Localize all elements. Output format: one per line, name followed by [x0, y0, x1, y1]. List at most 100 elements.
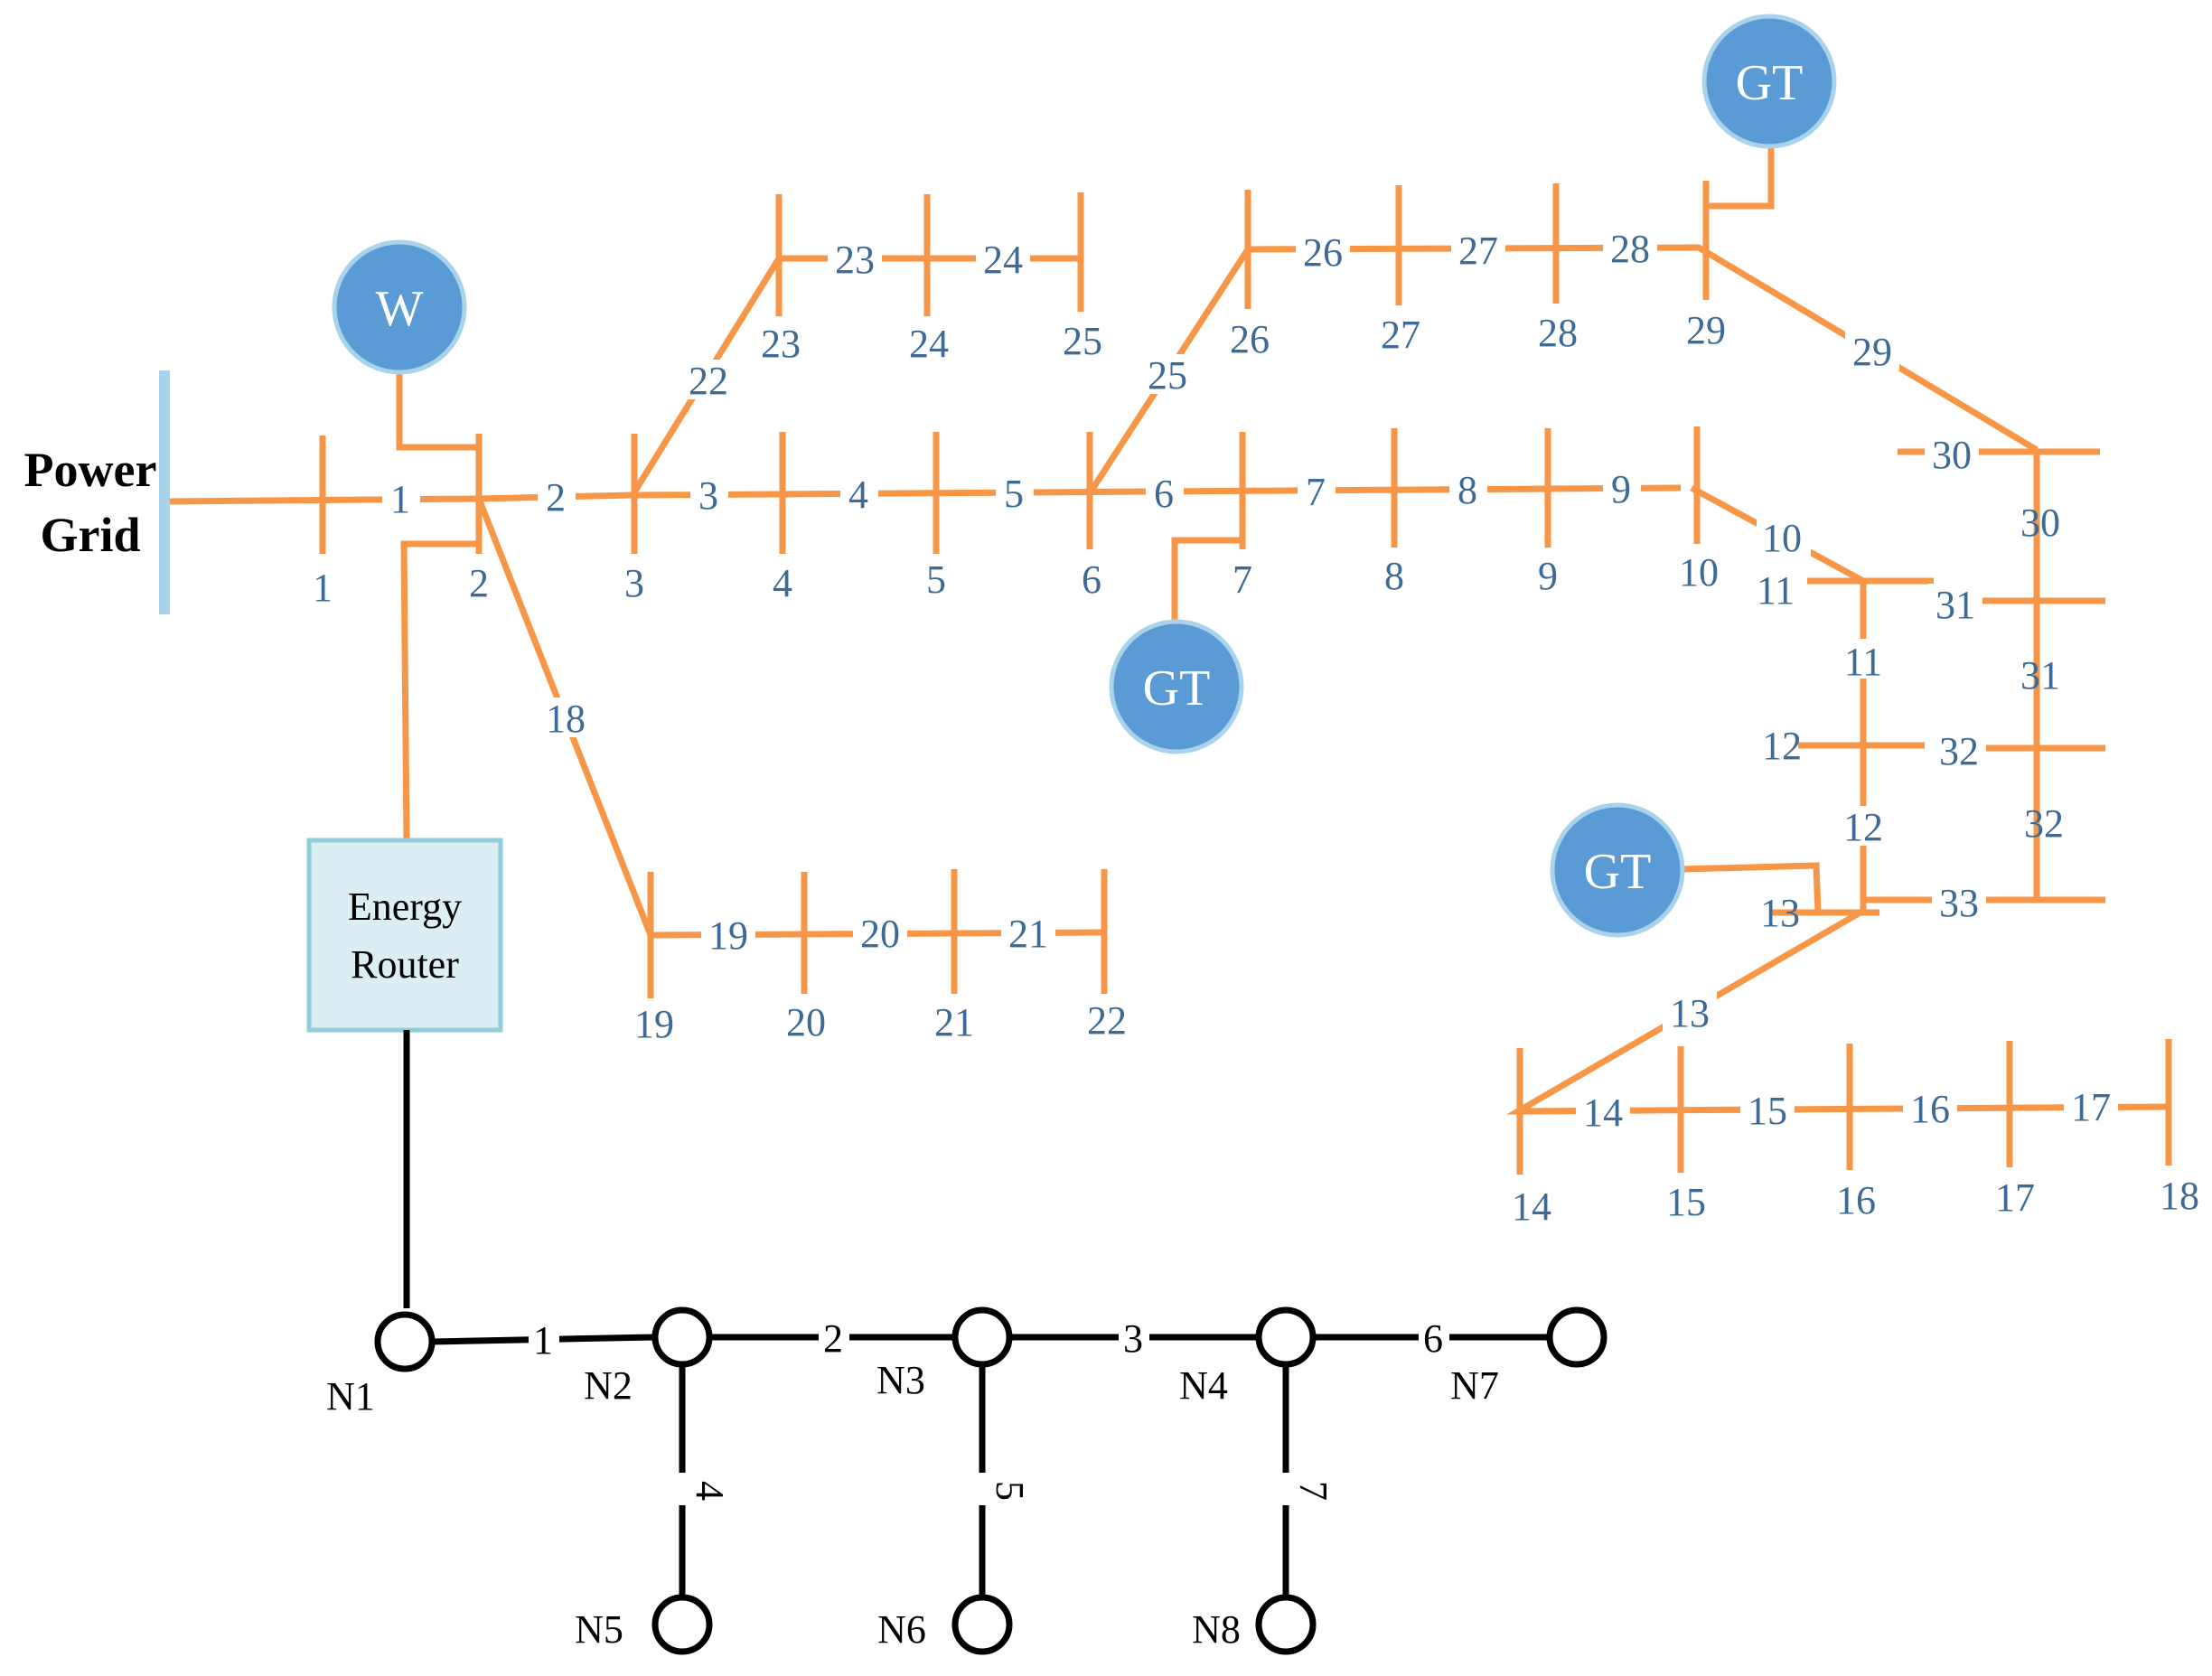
branch-label: 1: [390, 477, 410, 521]
bus-label: 21: [934, 1000, 974, 1044]
branch-label: 15: [1748, 1089, 1787, 1133]
heat-node-n1: [374, 1311, 436, 1372]
bus-label: 9: [1538, 554, 1558, 598]
branch-label: 13: [1670, 991, 1710, 1035]
heat-node-label: N3: [876, 1358, 925, 1402]
branch-label: 29: [1852, 330, 1892, 374]
heat-node-n8: [1255, 1594, 1317, 1655]
heat-node-n4: [1255, 1306, 1317, 1368]
branch-label: 3: [698, 473, 718, 518]
heat-node-n5: [651, 1594, 713, 1655]
branch-label: 18: [546, 697, 586, 741]
branch-label: 23: [835, 238, 875, 282]
heat-network: N1 N2 N3 N4 N5 N6 N7 N8 1 2 3 6 4 5 7: [326, 1030, 1607, 1655]
power-grid: Power Grid: [24, 370, 170, 614]
branch-label: 5: [1004, 472, 1024, 516]
gt-top-connection-line: [1703, 125, 1775, 210]
branch-label: 19: [708, 913, 748, 958]
heat-node-labels: N1 N2 N3 N4 N5 N6 N7 N8: [326, 1358, 1499, 1652]
power-grid-label-line1: Power: [24, 443, 157, 497]
bus-label: 25: [1063, 319, 1102, 363]
generator-gt-top-label: GT: [1736, 55, 1804, 111]
heat-pipe-label: 6: [1423, 1316, 1443, 1361]
heat-nodes: [374, 1306, 1607, 1655]
bus-label: 16: [1836, 1178, 1876, 1222]
bus-label: 23: [761, 322, 801, 366]
heat-node-label: N7: [1450, 1363, 1499, 1408]
branch-label: 24: [983, 238, 1023, 282]
heat-node-label: N5: [575, 1607, 623, 1652]
gas-turbine-icon: [1701, 14, 1837, 149]
heat-node-label: N1: [326, 1374, 375, 1419]
generator-wind: W: [332, 239, 467, 375]
heat-node-n3: [951, 1306, 1013, 1368]
generator-wind-label: W: [376, 281, 424, 337]
bus-label: 6: [1082, 557, 1101, 602]
branch-label: 4: [848, 473, 868, 517]
branch-label: 12: [1843, 805, 1883, 849]
branch-label: 27: [1458, 229, 1498, 273]
energy-router-label-line1: Energy: [348, 885, 462, 929]
branch-label: 17: [2071, 1085, 2111, 1129]
generator-gt-top: GT: [1701, 14, 1837, 149]
bus-labels: 1 2 3 4 5 6 7 8 9 10 11 12 13 14 15 16 1…: [313, 308, 2199, 1229]
heat-node-label: N4: [1179, 1363, 1228, 1408]
bus-label: 2: [469, 561, 489, 605]
branch-label: 2: [546, 475, 566, 520]
heat-node-n2: [651, 1306, 713, 1368]
branch-label: 16: [1910, 1087, 1950, 1131]
wind-turbine-icon: [332, 239, 467, 375]
heat-pipe-label: 2: [823, 1316, 843, 1361]
router-connection-line: [400, 540, 479, 841]
bus-label: 29: [1686, 308, 1726, 352]
branch-label: 26: [1303, 230, 1343, 275]
bus-label: 28: [1538, 311, 1578, 355]
gt-right-connection-line: [1682, 862, 1822, 913]
bus-label: 24: [909, 322, 949, 366]
bus-label: 8: [1384, 554, 1404, 598]
heat-pipe-labels: 1 2 3 6 4 5 7: [529, 1316, 1449, 1505]
generator-gt-mid: GT: [1109, 619, 1244, 754]
bus-label: 11: [1757, 568, 1795, 613]
gt-mid-connection-line: [1171, 537, 1241, 623]
bus-label: 14: [1512, 1184, 1551, 1229]
branch-label: 28: [1610, 227, 1650, 271]
bus-label: 18: [2160, 1174, 2199, 1218]
bus-ticks: [319, 181, 2172, 1175]
bus-label: 10: [1679, 550, 1719, 595]
energy-router-label-line2: Router: [351, 942, 459, 987]
gas-turbine-icon: [1550, 802, 1685, 938]
bus-label: 15: [1666, 1180, 1706, 1224]
branch-labels: 1 2 3 4 5 6 7 8 9 10 11 12 13 14 15 16 1…: [382, 227, 2118, 1135]
branch-label: 20: [860, 912, 900, 956]
bus-label: 13: [1760, 891, 1800, 935]
bus-label: 19: [634, 1002, 674, 1046]
heat-node-n7: [1546, 1306, 1607, 1368]
bus-label: 12: [1762, 724, 1802, 768]
energy-router-box: [306, 838, 503, 1033]
bus-label: 7: [1233, 557, 1252, 602]
generator-gt-right-label: GT: [1584, 844, 1652, 900]
heat-node-label: N6: [877, 1607, 926, 1652]
bus-label: 30: [2020, 501, 2060, 545]
generator-gt-right: GT: [1550, 802, 1685, 938]
gas-turbine-icon: [1109, 619, 1244, 754]
branch-label: 7: [1306, 470, 1326, 514]
bus-label: 31: [2020, 653, 2060, 698]
heat-pipe-label: 5: [988, 1481, 1032, 1501]
wind-connection-line: [396, 370, 479, 451]
branch-label: 31: [1936, 583, 1975, 627]
bus-label: 20: [786, 1000, 826, 1044]
heat-pipe-label: 7: [1291, 1481, 1336, 1501]
heat-pipe-label: 3: [1123, 1316, 1143, 1361]
bus-label: 27: [1381, 313, 1420, 357]
heat-pipe-label: 1: [533, 1318, 553, 1362]
bus-label: 1: [313, 566, 333, 610]
bus-label: 32: [2024, 801, 2064, 846]
bus-label: 26: [1230, 317, 1270, 361]
branch-label: 25: [1148, 353, 1187, 398]
bus-label: 3: [624, 561, 644, 605]
branch-label: 8: [1457, 468, 1477, 512]
branch-label: 9: [1611, 467, 1631, 511]
